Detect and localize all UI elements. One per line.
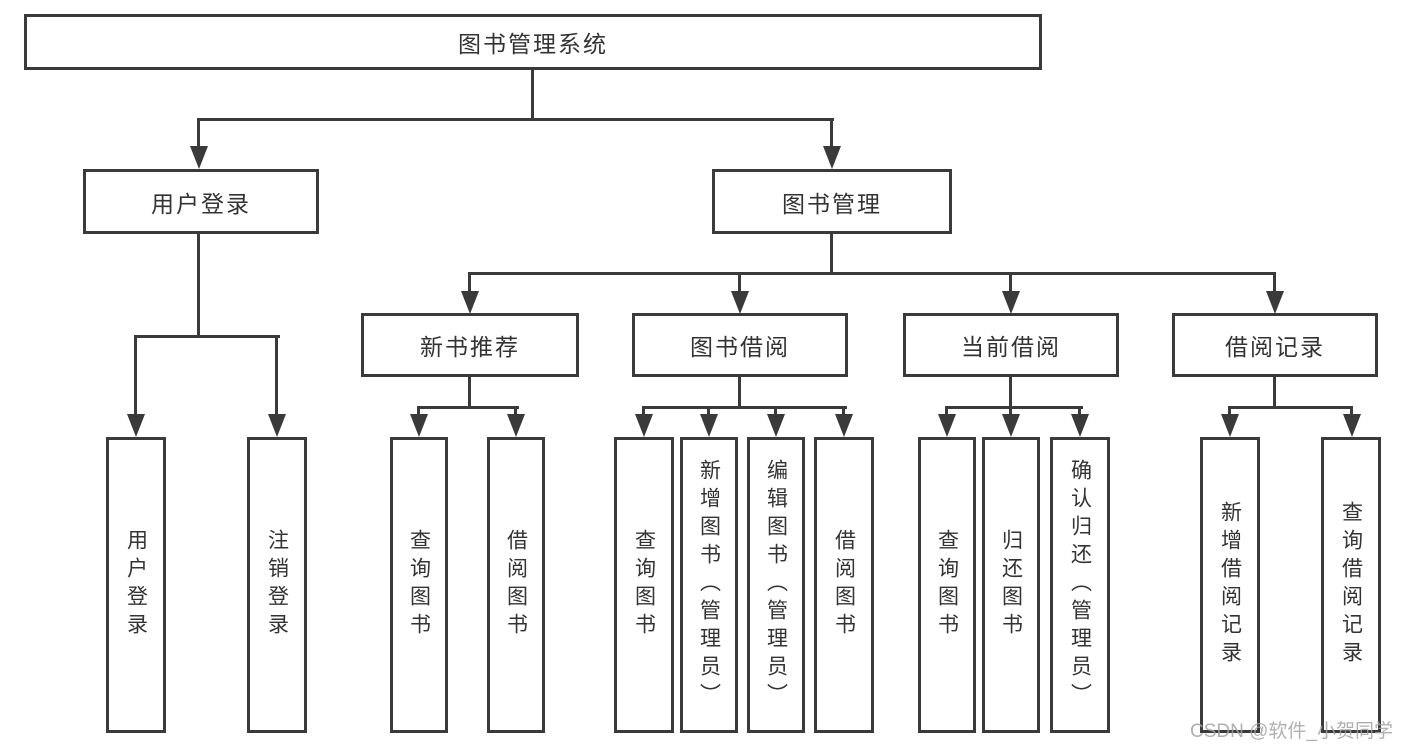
arrow-down-cb-confirm [1071,414,1089,437]
connector-drop-new-book-recommend [468,272,471,295]
connector-drop-user-login [197,118,200,148]
leaf-cb-confirm-return-admin: 确认归还（管理员） [1050,437,1110,733]
connector-root-stem [531,70,534,120]
node-book-borrow: 图书借阅 [632,313,848,377]
arrow-down-user-login [190,146,208,169]
arrow-down-nbr-query [410,414,428,437]
arrow-down-new-book-recommend [461,291,479,314]
leaf-br-add-record: 新增借阅记录 [1200,437,1260,733]
connector-new-book-recommend-stem [468,377,471,409]
arrow-down-bb-borrow [835,414,853,437]
connector-drop-bb-edit [774,406,777,420]
leaf-br-query-record: 查询借阅记录 [1321,437,1381,733]
leaf-nbr-query-books: 查询图书 [390,437,448,733]
arrow-down-book-borrow [731,291,749,314]
connector-drop-current-borrow [1009,272,1012,295]
csdn-watermark: CSDN @软件_小贺同学 [1190,721,1393,742]
connector-drop-book-borrow [738,272,741,295]
leaf-logout: 注销登录 [247,437,307,733]
connector-drop-borrow-records [1273,272,1276,295]
arrow-down-br-add [1221,414,1239,437]
arrow-down-bb-edit [767,414,785,437]
connector-borrow-records-branch [1228,406,1353,409]
arrow-down-borrow-records [1266,291,1284,314]
arrow-down-current-borrow [1002,291,1020,314]
connector-drop-cb-confirm [1078,406,1081,420]
leaf-bb-borrow-books: 借阅图书 [814,437,874,733]
node-root-library-system: 图书管理系统 [24,14,1042,70]
arrow-down-logout [268,414,286,437]
leaf-cb-query-books: 查询图书 [918,437,976,733]
node-current-borrow: 当前借阅 [903,313,1119,377]
arrow-down-bb-query [635,414,653,437]
connector-drop-cb-return [1009,406,1012,420]
leaf-bb-edit-books-admin: 编辑图书（管理员） [747,437,805,733]
connector-user-login-branch [134,335,280,338]
connector-user-login-stem [197,234,200,338]
node-user-login: 用户登录 [83,169,319,234]
connector-drop-cb-query [945,406,948,420]
arrow-down-book-management [823,146,841,169]
leaf-nbr-borrow-books: 借阅图书 [487,437,545,733]
arrow-down-bb-add [700,414,718,437]
connector-book-borrow-branch [642,406,847,409]
arrow-down-br-query [1343,414,1361,437]
connector-drop-bb-add [707,406,710,420]
connector-drop-br-add [1228,406,1231,420]
leaf-bb-add-books-admin: 新增图书（管理员） [680,437,738,733]
leaf-cb-return-books: 归还图书 [982,437,1040,733]
leaf-bb-query-books: 查询图书 [614,437,674,733]
connector-drop-br-query [1350,406,1353,420]
arrow-down-cb-return [1002,414,1020,437]
node-new-book-recommend: 新书推荐 [361,313,579,377]
connector-book-management-stem [830,234,833,275]
connector-current-borrow-stem [1009,377,1012,409]
connector-drop-logout [275,335,278,419]
connector-current-borrow-branch [945,406,1083,409]
connector-book-management-branch [468,272,1276,275]
connector-drop-login [134,335,137,419]
connector-new-book-recommend-branch [417,406,519,409]
connector-book-borrow-stem [738,377,741,409]
connector-drop-book-management [830,118,833,148]
arrow-down-login [127,414,145,437]
arrow-down-cb-query [938,414,956,437]
connector-borrow-records-stem [1273,377,1276,409]
connector-root-branch [197,118,834,121]
arrow-down-nbr-borrow [507,414,525,437]
leaf-user-login: 用户登录 [106,437,166,733]
node-book-management: 图书管理 [712,169,952,234]
connector-drop-nbr-borrow [514,406,517,420]
node-borrow-records: 借阅记录 [1172,313,1378,377]
connector-drop-bb-borrow [842,406,845,420]
connector-drop-bb-query [642,406,645,420]
connector-drop-nbr-query [417,406,420,420]
